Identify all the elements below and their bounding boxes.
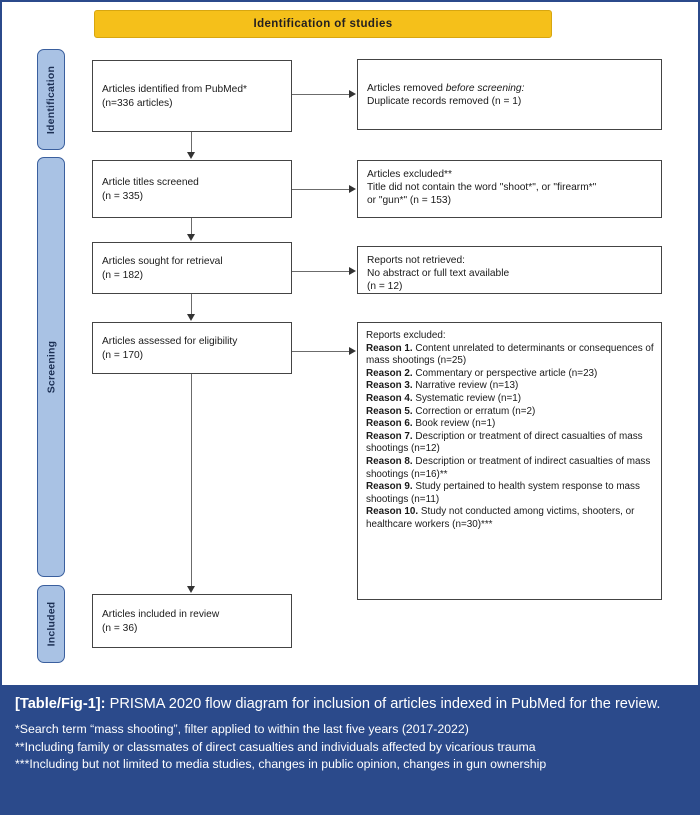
arrowhead-eligibility-to-included (187, 586, 195, 593)
node-reports-not-retrieved: Reports not retrieved: No abstract or fu… (357, 246, 662, 294)
reason-label: Reason 9. (366, 481, 416, 493)
reason-label: Reason 5. (366, 405, 416, 417)
connector-eligibility-to-included (191, 374, 193, 587)
reason-label: Reason 6. (366, 418, 416, 430)
caption-main: [Table/Fig-1]: PRISMA 2020 flow diagram … (15, 695, 686, 714)
connector-sought-to-not-retrieved (292, 271, 350, 273)
node-articles-included-line2: (n = 36) (102, 622, 138, 634)
node-articles-excluded-line1: Articles excluded** (367, 169, 452, 180)
node-reports-excluded-heading: Reports excluded: (366, 330, 446, 341)
reports-excluded-reason: Reason 1. Content unrelated to determina… (366, 343, 655, 368)
connector-titles-to-sought (191, 218, 193, 235)
node-articles-excluded-line2: Title did not contain the word "shoot*",… (367, 182, 597, 194)
arrowhead-sought-to-not-retrieved (349, 267, 356, 275)
reports-excluded-reason: Reason 9. Study pertained to health syst… (366, 481, 655, 506)
reports-excluded-reason: Reason 10. Study not conducted among vic… (366, 506, 655, 531)
stage-tab-screening-label: Screening (45, 340, 58, 394)
reports-excluded-reason: Reason 6. Book review (n=1) (366, 418, 655, 431)
node-articles-assessed-line1: Articles assessed for eligibility (102, 336, 238, 348)
stage-tab-included: Included (37, 585, 65, 663)
reason-text: Commentary or perspective article (n=23) (415, 367, 598, 379)
reason-label: Reason 3. (366, 380, 416, 392)
reports-excluded-reason-list: Reason 1. Content unrelated to determina… (366, 343, 655, 532)
node-reports-not-retrieved-line2: No abstract or full text available (367, 268, 510, 280)
reason-text: Systematic review (n=1) (415, 392, 522, 404)
stage-tab-identification: Identification (37, 49, 65, 150)
node-article-titles-screened: Article titles screened (n = 335) (92, 160, 292, 218)
reports-excluded-reason: Reason 7. Description or treatment of di… (366, 431, 655, 456)
reason-label: Reason 4. (366, 392, 416, 404)
connector-sought-to-eligibility (191, 294, 193, 315)
reports-excluded-reason: Reason 5. Correction or erratum (n=2) (366, 406, 655, 419)
reports-excluded-reason: Reason 4. Systematic review (n=1) (366, 393, 655, 406)
reports-excluded-reason: Reason 3. Narrative review (n=13) (366, 380, 655, 393)
node-reports-not-retrieved-line1: Reports not retrieved: (367, 255, 465, 266)
arrowhead-titles-to-excluded (349, 185, 356, 193)
stage-tab-screening: Screening (37, 157, 65, 577)
reason-text: Book review (n=1) (415, 418, 496, 430)
node-articles-removed-italic: before screening: (445, 82, 525, 94)
connector-titles-to-excluded (292, 189, 350, 191)
reason-text: Description or treatment of indirect cas… (366, 455, 651, 480)
reports-excluded-reason: Reason 8. Description or treatment of in… (366, 456, 655, 481)
node-articles-identified-line1: Articles identified from PubMed* (102, 84, 247, 96)
caption-footnote-2: **Including family or classmates of dire… (15, 739, 536, 754)
stage-tab-identification-label: Identification (45, 65, 58, 134)
reason-label: Reason 2. (366, 367, 416, 379)
node-articles-included-line1: Articles included in review (102, 609, 220, 621)
node-articles-removed-line1: Articles removed before screening: (367, 82, 653, 95)
reason-label: Reason 1. (366, 342, 416, 354)
node-articles-removed-before-screening: Articles removed before screening: Dupli… (357, 59, 662, 130)
reason-label: Reason 10. (366, 506, 421, 518)
node-articles-assessed-line2: (n = 170) (102, 349, 144, 361)
caption-footnote-3: ***Including but not limited to media st… (15, 757, 547, 771)
connector-identified-to-titles (191, 132, 193, 153)
reason-text: Correction or erratum (n=2) (415, 405, 536, 417)
node-articles-excluded-line3: or "gun*" (n = 153) (367, 195, 451, 207)
reason-text: Study not conducted among victims, shoot… (366, 506, 635, 530)
stage-tab-included-label: Included (45, 601, 57, 647)
node-articles-removed-prefix: Articles removed (367, 82, 446, 94)
node-article-titles-screened-line2: (n = 335) (102, 190, 144, 202)
prisma-flow-diagram: Identification of studies Identification… (2, 2, 698, 683)
reason-text: Study pertained to health system respons… (366, 481, 640, 505)
arrowhead-titles-to-sought (187, 234, 195, 241)
node-articles-sought-line1: Articles sought for retrieval (102, 256, 223, 268)
node-articles-sought-for-retrieval: Articles sought for retrieval (n = 182) (92, 242, 292, 294)
connector-identified-to-removed (292, 94, 350, 96)
node-articles-identified: Articles identified from PubMed* (n=336 … (92, 60, 292, 132)
arrowhead-identified-to-removed (349, 90, 356, 98)
reason-text: Description or treatment of direct casua… (366, 430, 643, 455)
node-article-titles-screened-line1: Article titles screened (102, 177, 199, 189)
node-articles-identified-line2: (n=336 articles) (102, 97, 173, 109)
banner-title: Identification of studies (253, 18, 393, 30)
node-articles-included-in-review: Articles included in review (n = 36) (92, 594, 292, 648)
reason-label: Reason 8. (366, 455, 416, 467)
banner-identification-of-studies: Identification of studies (94, 10, 552, 38)
node-reports-excluded: Reports excluded: Reason 1. Content unre… (357, 322, 662, 600)
reason-text: Narrative review (n=13) (415, 380, 519, 392)
connector-eligibility-to-reports-excluded (292, 351, 350, 353)
node-articles-removed-line2: Duplicate records removed (n = 1) (367, 96, 522, 107)
reason-text: Content unrelated to determinants or con… (366, 342, 654, 367)
caption-footnote-1: *Search term “mass shooting”, filter app… (15, 722, 469, 736)
reports-excluded-reason: Reason 2. Commentary or perspective arti… (366, 368, 655, 381)
arrowhead-eligibility-to-reports-excluded (349, 347, 356, 355)
arrowhead-sought-to-eligibility (187, 314, 195, 321)
node-articles-assessed-for-eligibility: Articles assessed for eligibility (n = 1… (92, 322, 292, 374)
node-articles-excluded-title: Articles excluded** Title did not contai… (357, 160, 662, 218)
arrowhead-identified-to-titles (187, 152, 195, 159)
reason-label: Reason 7. (366, 430, 416, 442)
caption-figure-label: [Table/Fig-1]: (15, 696, 106, 712)
figure-caption: [Table/Fig-1]: PRISMA 2020 flow diagram … (2, 685, 698, 813)
node-articles-sought-line2: (n = 182) (102, 269, 144, 281)
caption-title: PRISMA 2020 flow diagram for inclusion o… (105, 696, 661, 712)
node-reports-not-retrieved-line3: (n = 12) (367, 281, 403, 293)
